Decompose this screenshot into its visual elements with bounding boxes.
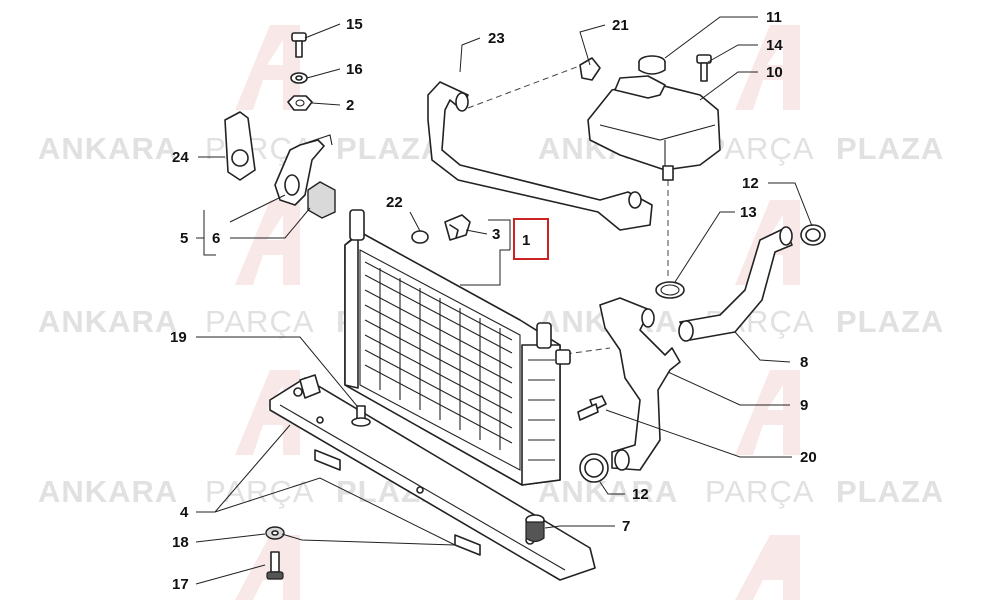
callout-20[interactable]: 20 <box>800 449 817 466</box>
callout-21[interactable]: 21 <box>612 17 629 34</box>
mount-part-5[interactable] <box>274 134 333 206</box>
hose-part-8[interactable] <box>678 226 793 342</box>
clamp-part-13[interactable] <box>655 281 685 299</box>
watermark-logo-icon <box>235 200 300 285</box>
bush-part-7[interactable] <box>525 514 545 543</box>
washer-part-18[interactable] <box>265 526 285 540</box>
watermark-word: ANKARA <box>538 474 678 509</box>
callout-5[interactable]: 5 <box>180 230 188 247</box>
callout-16[interactable]: 16 <box>346 61 363 78</box>
callout-13[interactable]: 13 <box>740 204 757 221</box>
watermark-logo-icon <box>735 370 800 455</box>
hose-part-23[interactable] <box>427 81 653 231</box>
svg-text:ANKARA: ANKARA <box>538 474 678 509</box>
callout-8[interactable]: 8 <box>800 354 808 371</box>
watermark-word: PLAZA <box>836 474 944 509</box>
watermark-word: PARÇA <box>205 304 315 339</box>
watermark-word: PLAZA <box>336 131 444 166</box>
watermark-word: PARÇA <box>705 131 815 166</box>
watermark-logo-icon <box>235 25 300 110</box>
dashed-connectors <box>467 61 669 355</box>
callout-19[interactable]: 19 <box>170 329 187 346</box>
callout-10[interactable]: 10 <box>766 64 783 81</box>
bolt-part-20[interactable] <box>577 395 607 421</box>
watermark-word: ANKARA <box>38 304 178 339</box>
callout-12-lower[interactable]: 12 <box>632 486 649 503</box>
sensor-part-3[interactable] <box>444 214 471 241</box>
nut-part-2[interactable] <box>287 95 313 111</box>
callout-24[interactable]: 24 <box>172 149 189 166</box>
callout-7[interactable]: 7 <box>622 518 630 535</box>
callout-11[interactable]: 11 <box>766 9 782 26</box>
callout-1[interactable]: 1 <box>522 232 530 249</box>
svg-text:PLAZA: PLAZA <box>336 131 444 166</box>
highlight-box <box>513 218 549 260</box>
clip-part-21[interactable] <box>579 57 601 81</box>
callout-15[interactable]: 15 <box>346 16 363 33</box>
callout-6[interactable]: 6 <box>212 230 220 247</box>
bolt-part-15[interactable] <box>291 32 307 58</box>
clamp-part-12-lower[interactable] <box>579 453 609 483</box>
svg-text:PLAZA: PLAZA <box>836 474 944 509</box>
pin-part-19[interactable] <box>351 405 371 427</box>
callout-22[interactable]: 22 <box>386 194 403 211</box>
radiator-part-1[interactable] <box>344 209 571 486</box>
callout-9[interactable]: 9 <box>800 397 808 414</box>
bolt-part-17[interactable] <box>266 551 284 580</box>
svg-text:PLAZA: PLAZA <box>836 304 944 339</box>
watermark-word: ANKARA <box>38 131 178 166</box>
svg-text:ANKARA: ANKARA <box>38 131 178 166</box>
callout-17[interactable]: 17 <box>172 576 189 593</box>
callout-14[interactable]: 14 <box>766 37 783 54</box>
bracket-part-24[interactable] <box>224 111 256 181</box>
callout-4[interactable]: 4 <box>180 504 189 521</box>
hose-part-9[interactable] <box>599 297 681 471</box>
svg-text:PLAZA: PLAZA <box>836 131 944 166</box>
watermark-logos <box>235 25 800 600</box>
watermark-logo-icon <box>735 25 800 110</box>
seal-part-22[interactable] <box>411 230 429 244</box>
callouts: 15 16 2 24 5 6 22 3 1 23 21 11 14 10 12 … <box>170 9 817 593</box>
callout-12-upper[interactable]: 12 <box>742 175 759 192</box>
watermark-word: PARÇA <box>205 474 315 509</box>
svg-text:PARÇA: PARÇA <box>205 474 315 509</box>
callout-3[interactable]: 3 <box>492 226 500 243</box>
watermark-word: ANKARA <box>38 474 178 509</box>
callout-23[interactable]: 23 <box>488 30 505 47</box>
callout-18[interactable]: 18 <box>172 534 189 551</box>
cap-part-11[interactable] <box>638 55 666 75</box>
svg-text:ANKARA: ANKARA <box>38 304 178 339</box>
svg-text:ANKARA: ANKARA <box>38 474 178 509</box>
bolt-part-14[interactable] <box>696 54 712 82</box>
watermark-word: PLAZA <box>836 304 944 339</box>
expansion-tank-part-10[interactable] <box>587 75 721 181</box>
watermark-logo-icon <box>735 535 800 600</box>
crossmember-part-4[interactable] <box>269 374 596 581</box>
washer-part-16[interactable] <box>290 72 308 84</box>
clamp-part-12-upper[interactable] <box>800 224 826 246</box>
watermark-word: PARÇA <box>705 474 815 509</box>
svg-text:PARÇA: PARÇA <box>705 474 815 509</box>
watermark-word: PLAZA <box>836 131 944 166</box>
callout-2[interactable]: 2 <box>346 97 354 114</box>
watermark-logo-icon <box>235 535 300 600</box>
leader-lines <box>195 16 813 585</box>
svg-text:PARÇA: PARÇA <box>205 304 315 339</box>
bush-part-6[interactable] <box>307 181 336 219</box>
svg-text:PARÇA: PARÇA <box>705 131 815 166</box>
